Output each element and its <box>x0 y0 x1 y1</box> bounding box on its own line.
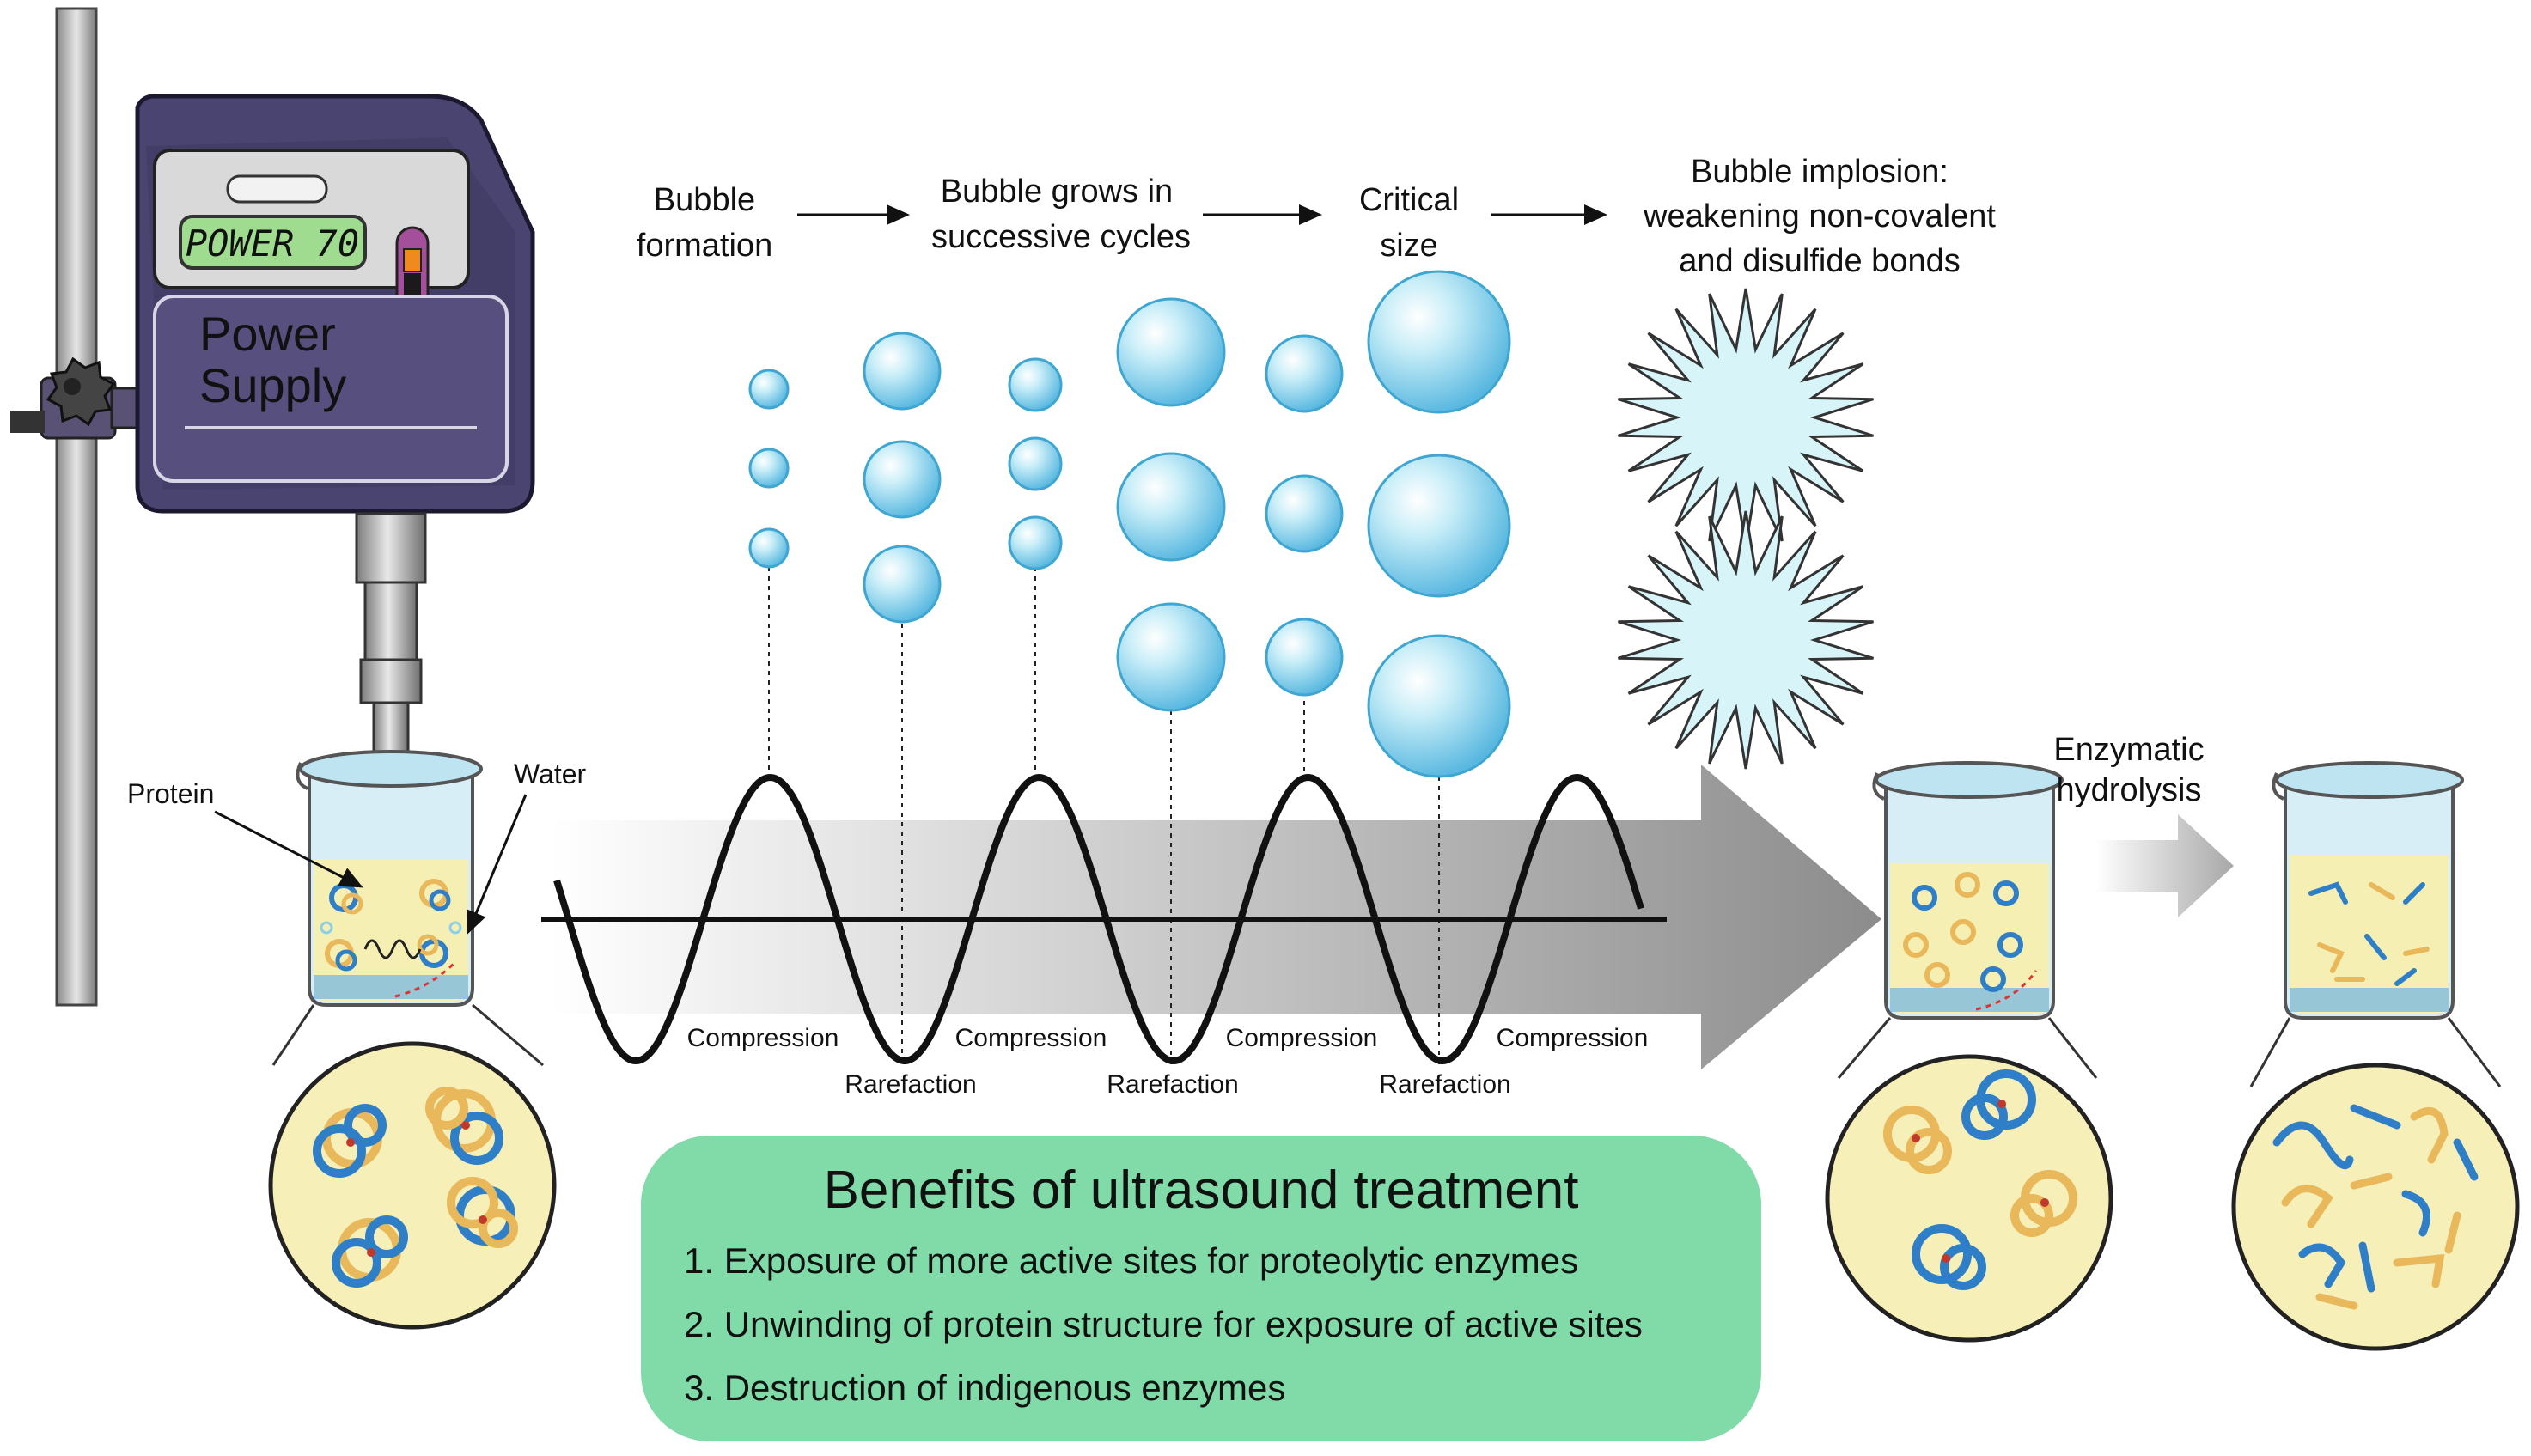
ultrasound-wave <box>553 773 1644 1065</box>
step2-line1: Bubble grows in <box>941 174 1173 210</box>
beaker-left-proteins <box>320 879 462 972</box>
bubble <box>1367 270 1511 414</box>
bubble <box>1265 334 1344 413</box>
bubble <box>1116 297 1226 407</box>
rarefaction-label-3: Rarefaction <box>1379 1070 1510 1099</box>
bubble <box>1367 634 1511 778</box>
enzymatic-line1: Enzymatic <box>2053 732 2204 768</box>
label-protein: Protein <box>127 778 214 809</box>
bubble <box>1116 602 1226 712</box>
device-label-panel <box>153 295 509 483</box>
beaker-right <box>2272 761 2464 1020</box>
bubbles <box>748 270 1511 778</box>
step4-line1: Bubble implosion: <box>1691 154 1949 190</box>
zoom-circle-middle <box>1825 1054 2113 1343</box>
device-label-line1: Power <box>199 307 336 361</box>
bubble <box>863 440 942 519</box>
bubble <box>1008 436 1063 491</box>
compression-label-4: Compression <box>1497 1024 1649 1052</box>
rarefaction-label-1: Rarefaction <box>845 1070 976 1099</box>
bubble <box>1265 618 1344 697</box>
compression-label-2: Compression <box>955 1024 1107 1052</box>
probe-wave <box>363 939 422 959</box>
implosion-bursts <box>1618 288 1874 770</box>
enzymatic-arrow <box>2096 814 2234 917</box>
device-display <box>179 215 367 270</box>
stand-rod <box>55 7 98 1007</box>
compression-label-1: Compression <box>687 1024 839 1052</box>
benefit-item-3: 3. Destruction of indigenous enzymes <box>684 1368 1286 1408</box>
bubble <box>863 545 942 624</box>
bubble <box>863 332 942 411</box>
dotted-guides <box>768 567 1440 1065</box>
step3-line1: Critical <box>1359 182 1459 218</box>
clamp-screw <box>10 411 45 433</box>
bubble <box>1116 452 1226 562</box>
beaker-middle <box>1872 761 2064 1020</box>
bubble <box>748 527 790 569</box>
step3-line2: size <box>1380 228 1438 264</box>
label-water: Water <box>514 758 587 789</box>
step2-line2: successive cycles <box>931 219 1191 255</box>
bubble <box>748 369 790 410</box>
beaker-left <box>296 750 483 1007</box>
bubble <box>1008 357 1063 412</box>
rarefaction-label-2: Rarefaction <box>1107 1070 1238 1099</box>
compression-label-3: Compression <box>1226 1024 1378 1052</box>
step4-line2: weakening non-covalent <box>1643 198 1996 235</box>
benefit-item-2: 2. Unwinding of protein structure for ex… <box>684 1304 1643 1344</box>
benefits-title: Benefits of ultrasound treatment <box>823 1161 1579 1220</box>
device-label-line2: Supply <box>199 358 346 412</box>
zoom-circle-right <box>2231 1063 2520 1351</box>
step4-line3: and disulfide bonds <box>1679 243 1960 279</box>
clamp-knob-icon <box>46 356 116 427</box>
bubble <box>748 448 790 489</box>
enzymatic-line2: hydrolysis <box>2057 772 2202 808</box>
bubble <box>1265 474 1344 553</box>
benefits-panel: Benefits of ultrasound treatment 1. Expo… <box>641 1136 1761 1441</box>
ultrasonic-device: POWER 70 Power Supply <box>135 94 535 514</box>
bubble <box>1367 454 1511 598</box>
device-display-text: POWER 70 <box>186 222 359 265</box>
bubble <box>1008 515 1063 570</box>
step1-line1: Bubble <box>654 182 755 218</box>
step1-line2: formation <box>637 228 772 264</box>
zoom-circle-left <box>268 1041 557 1330</box>
benefit-item-1: 1. Exposure of more active sites for pro… <box>684 1240 1579 1281</box>
